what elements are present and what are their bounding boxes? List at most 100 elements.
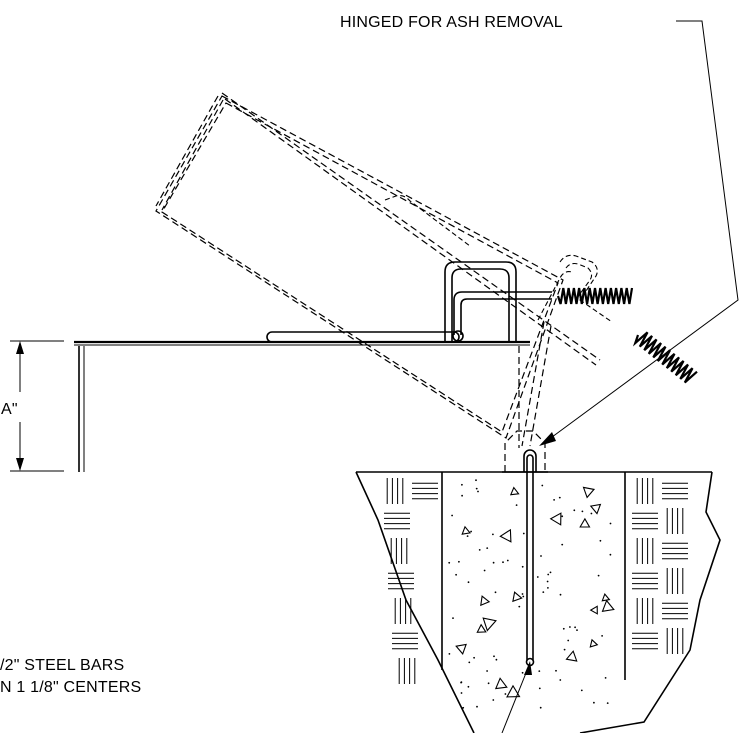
concrete-dot: [476, 705, 478, 708]
concrete-stipple: [448, 479, 615, 709]
concrete-dot: [604, 677, 607, 679]
concrete-dot: [576, 629, 578, 631]
concrete-dot: [492, 561, 495, 564]
concrete-dot: [581, 510, 584, 513]
concrete-aggregate: [509, 486, 520, 496]
concrete-dot: [541, 484, 544, 487]
grill-box: [74, 331, 530, 472]
handle-pivot: [452, 330, 464, 342]
concrete-dot: [460, 692, 463, 694]
concrete-dot: [599, 539, 602, 542]
concrete-dot: [521, 565, 524, 568]
concrete-dot: [521, 593, 524, 595]
hinge-note-arrowhead: [539, 432, 556, 446]
concrete-aggregate: [582, 486, 596, 499]
concrete-aggregate: [589, 638, 599, 648]
concrete-dot: [504, 693, 507, 695]
handle-crossbar-inner: [460, 298, 552, 335]
concrete-dot: [475, 479, 477, 482]
concrete-dot: [521, 671, 524, 674]
concrete-dot: [567, 639, 570, 642]
concrete-aggregate: [499, 528, 512, 543]
concrete-dot: [458, 560, 460, 563]
concrete-dot: [515, 504, 518, 506]
opened-box-inner: [161, 102, 559, 433]
hinge-pin-loop: [523, 449, 537, 472]
concrete-dot: [553, 499, 555, 501]
soil-outline-right: [579, 471, 721, 733]
concrete-dot: [467, 581, 470, 584]
concrete-aggregate: [506, 684, 521, 698]
handle-spring: [556, 287, 634, 305]
hinge-bracket: [502, 430, 548, 473]
hinge-note-callout: HINGED FOR ASH REMOVAL: [340, 14, 739, 446]
concrete-dot: [448, 561, 451, 564]
concrete-dot: [573, 509, 576, 512]
concrete-aggregate: [565, 650, 578, 662]
spring-coil: [556, 287, 634, 305]
handle-inner: [451, 268, 510, 341]
concrete-dot: [562, 627, 565, 630]
opened-handle-outer: [384, 195, 471, 247]
handle-crossbar-outer: [453, 291, 552, 335]
opened-spring-coil: [632, 331, 698, 384]
concrete-dot: [547, 573, 550, 576]
hinge-note-leader: [547, 20, 739, 441]
opened-handle-mid: [559, 254, 613, 323]
concrete-dot: [492, 699, 495, 701]
dimension-a: A": [1, 340, 64, 472]
concrete-dot: [590, 512, 593, 515]
concrete-dot: [475, 487, 478, 490]
concrete-dot: [470, 530, 472, 533]
opened-grill-phantom: [155, 92, 613, 447]
concrete-dot: [555, 669, 557, 672]
concrete-aggregate: [589, 503, 602, 515]
hinge-note-label: HINGED FOR ASH REMOVAL: [340, 14, 563, 31]
concrete-aggregate: [455, 643, 467, 655]
opened-handle-inner: [565, 262, 593, 299]
opened-box-outer: [155, 95, 564, 439]
opened-rim-line: [221, 92, 601, 361]
concrete-aggregate: [549, 512, 562, 526]
grill-handle: [444, 261, 552, 342]
concrete-dot: [569, 626, 571, 628]
concrete-dot: [473, 656, 475, 659]
concrete-aggregate: [512, 591, 523, 603]
concrete-dot: [518, 605, 521, 608]
concrete-dot: [506, 559, 509, 562]
concrete-dot: [478, 549, 481, 551]
concrete-dot: [593, 701, 595, 704]
opened-arm-hidden-2: [529, 325, 552, 447]
concrete-dot: [461, 494, 463, 497]
concrete-dot: [561, 515, 564, 518]
concrete-dot: [522, 532, 525, 535]
concrete-dot: [486, 670, 488, 672]
concrete-dot: [538, 687, 541, 690]
concrete-dot: [538, 670, 541, 672]
concrete-dot: [492, 533, 494, 536]
dimension-arrow-top: [16, 341, 24, 354]
steel-bar-note: /2" STEEL BARS N 1 1/8" CENTERS: [0, 657, 532, 733]
concrete-dot: [559, 593, 562, 596]
concrete-dot: [493, 655, 495, 658]
opened-rim-line-inner: [224, 98, 597, 366]
soil-hatch-right: [632, 478, 688, 654]
concrete-dot: [542, 591, 545, 593]
concrete-dot: [477, 490, 479, 493]
concrete-dot: [466, 535, 469, 537]
concrete-aggregate: [589, 605, 598, 615]
concrete-dot: [547, 587, 549, 589]
concrete-dot: [502, 561, 504, 564]
concrete-dot: [609, 522, 612, 525]
dimension-arrow-bottom: [16, 458, 24, 471]
concrete-dot: [549, 571, 552, 574]
concrete-dot: [559, 679, 562, 681]
concrete-aggregate: [476, 623, 487, 633]
opened-box-edge-left-inner: [161, 99, 224, 211]
concrete-dot: [467, 685, 470, 688]
hinge-pin-inner: [526, 454, 534, 472]
handle-outer: [444, 261, 517, 341]
concrete-dot: [461, 483, 463, 486]
concrete-aggregate: [579, 517, 591, 528]
